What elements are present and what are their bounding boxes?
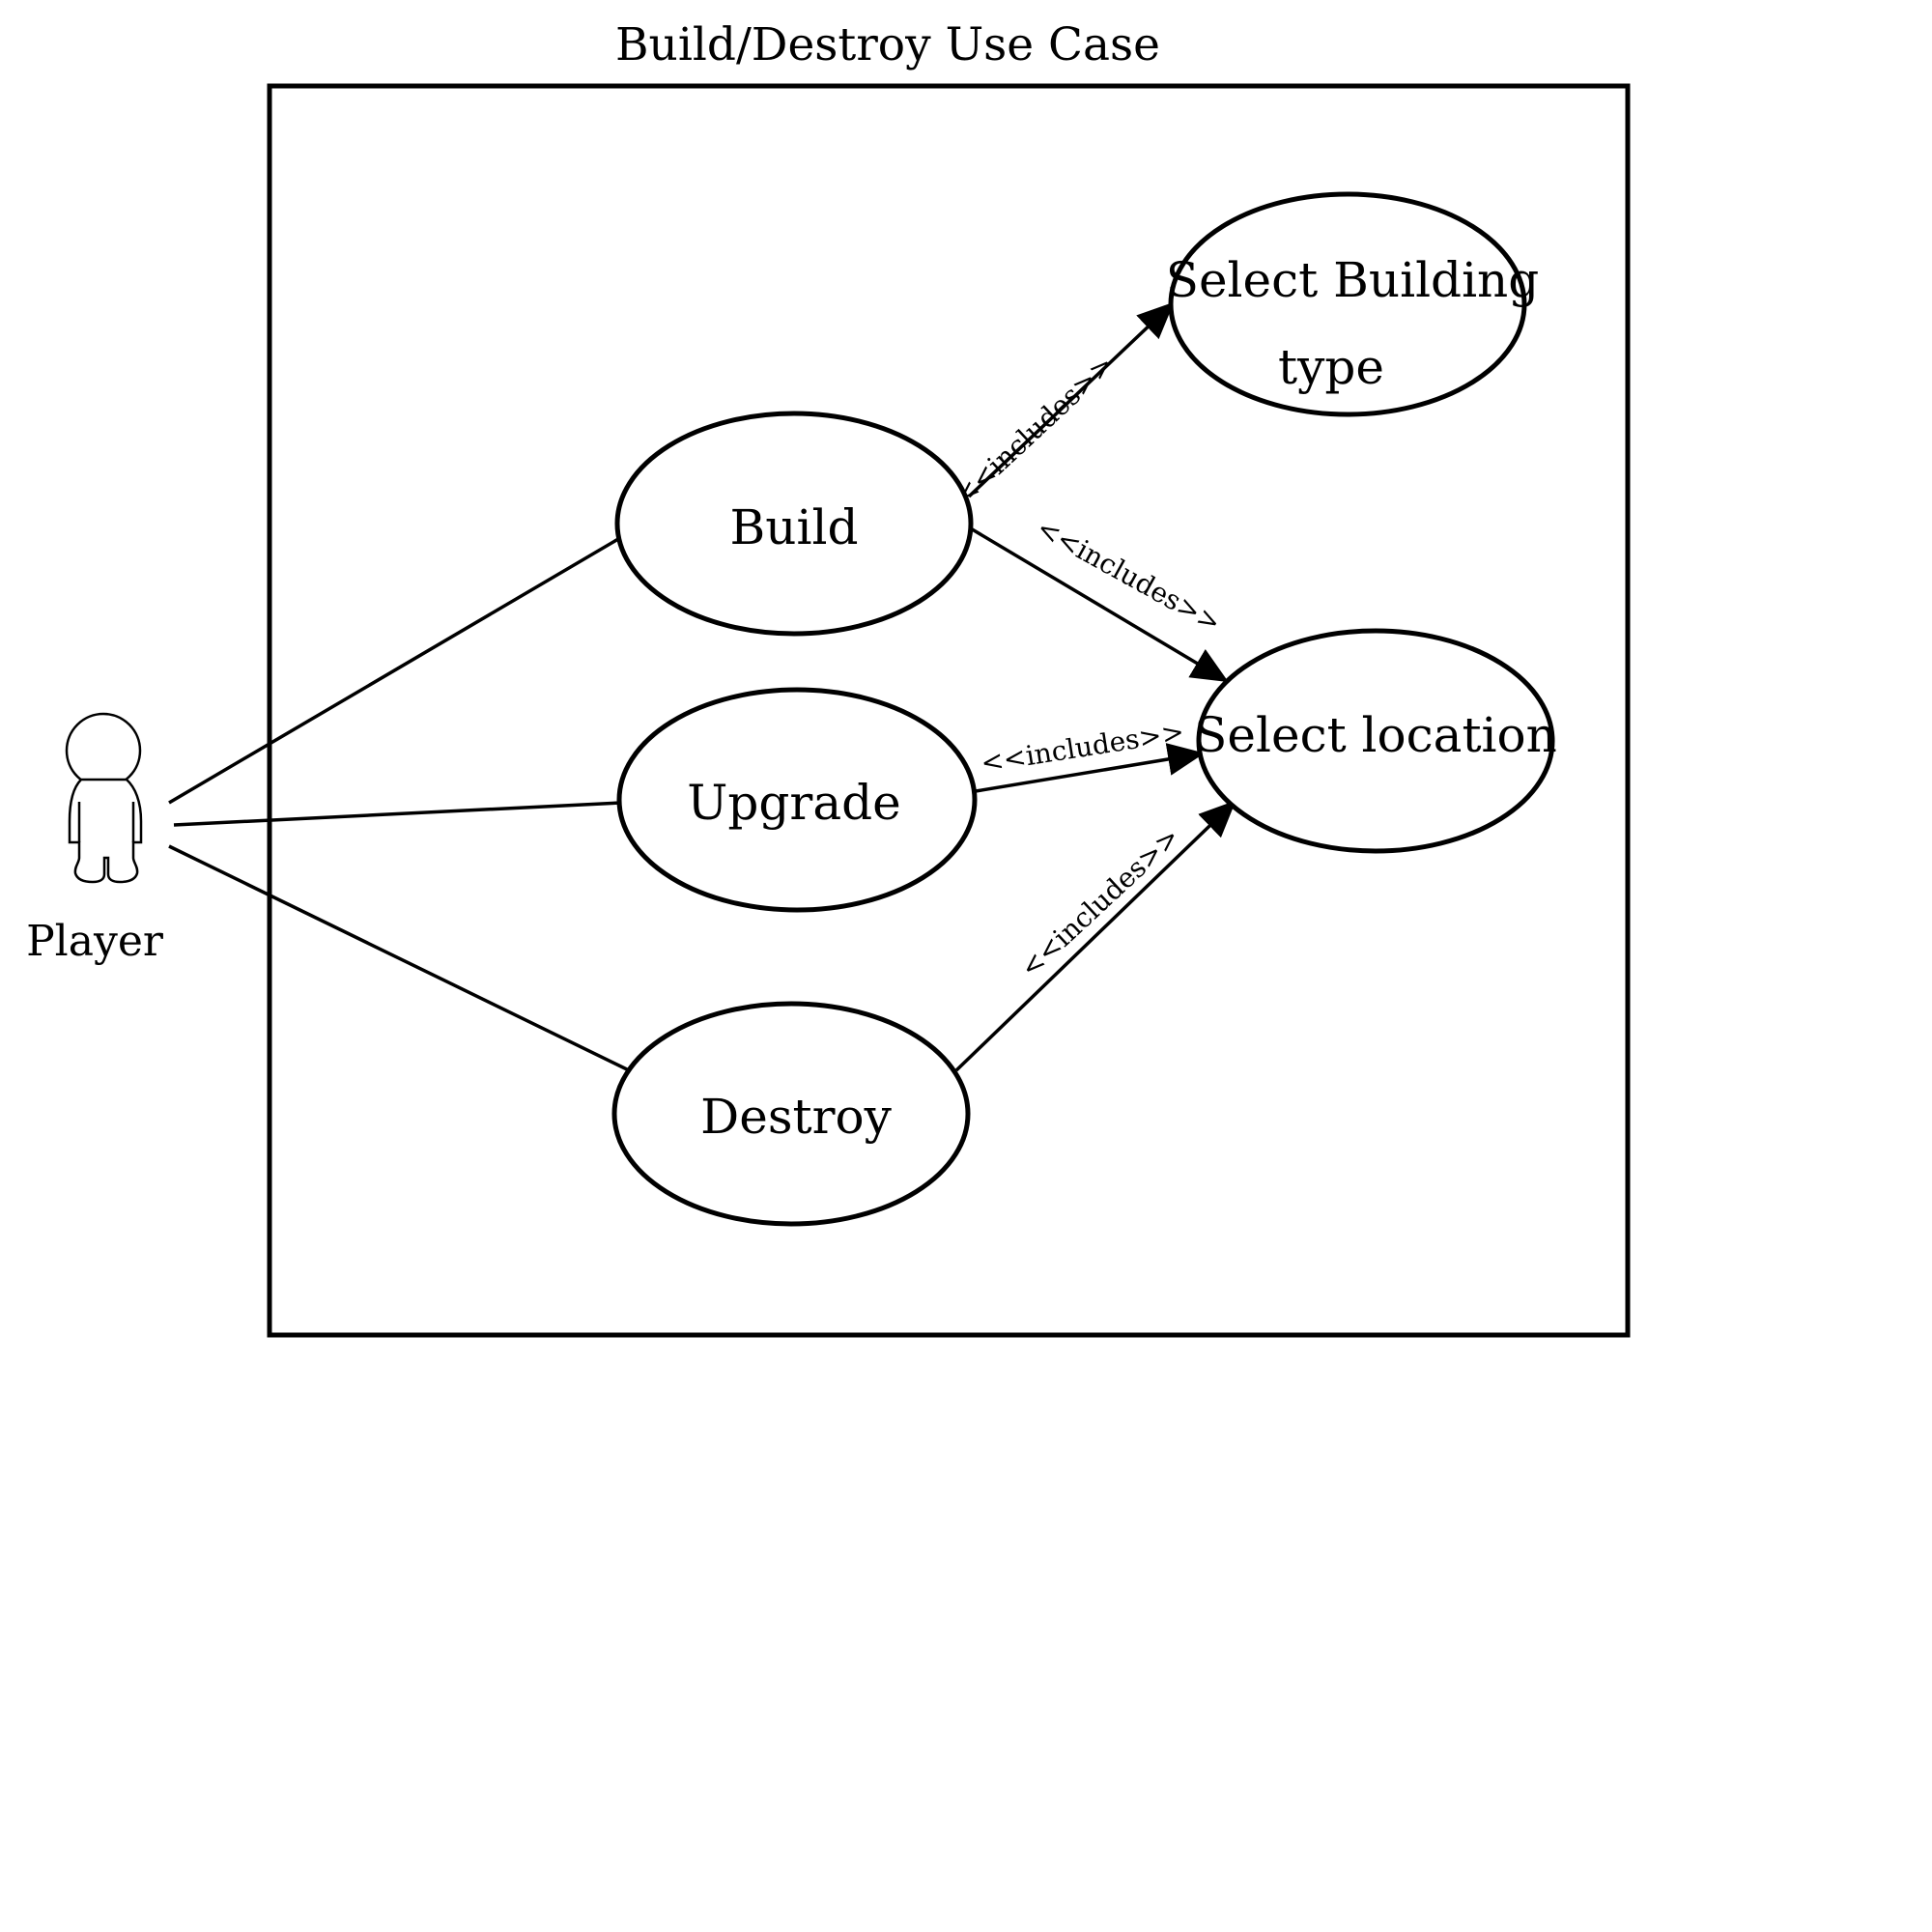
actor-player: Player	[26, 712, 164, 966]
use-case-select-building-type: Select Building type	[1166, 191, 1540, 417]
stick-figure-icon	[65, 712, 143, 884]
use-case-build-label: Build	[730, 499, 859, 555]
include-label-build-building-type: <<includes>>	[949, 349, 1121, 512]
use-case-build: Build	[614, 411, 974, 637]
system-boundary	[267, 83, 1631, 1338]
actor-head	[65, 712, 142, 789]
include-label-destroy-location: <<includes>>	[1014, 821, 1186, 984]
include-arrow-build-location	[968, 526, 1229, 683]
use-case-select-location: Select location	[1194, 628, 1557, 854]
include-label-upgrade-location: <<includes>>	[979, 716, 1186, 780]
use-case-upgrade-label: Upgrade	[687, 775, 900, 831]
association-player-upgrade	[173, 801, 622, 827]
include-arrow-upgrade-location	[975, 743, 1205, 793]
include-arrow-destroy-location	[954, 800, 1236, 1072]
use-case-destroy-label: Destroy	[700, 1089, 892, 1145]
include-arrow-build-building-type	[967, 301, 1175, 498]
association-player-build	[168, 537, 619, 805]
use-case-select-building-type-label-line1: Select Building	[1166, 252, 1540, 308]
use-case-select-location-ellipse	[1196, 628, 1555, 854]
use-case-destroy-ellipse	[611, 1001, 971, 1227]
use-case-upgrade: Upgrade	[616, 687, 978, 913]
include-label-build-location: <<includes>>	[1032, 512, 1227, 639]
use-case-select-building-type-label-line2: type	[1278, 339, 1384, 395]
use-case-destroy: Destroy	[611, 1001, 971, 1227]
use-case-select-building-type-ellipse	[1168, 191, 1527, 417]
actor-label: Player	[26, 917, 164, 966]
use-case-build-ellipse	[614, 411, 974, 637]
diagram-title: Build/Destroy Use Case	[615, 18, 1160, 71]
actor-body	[68, 778, 143, 884]
use-case-select-location-label: Select location	[1194, 707, 1557, 763]
association-player-destroy	[168, 844, 628, 1071]
use-case-upgrade-ellipse	[616, 687, 978, 913]
